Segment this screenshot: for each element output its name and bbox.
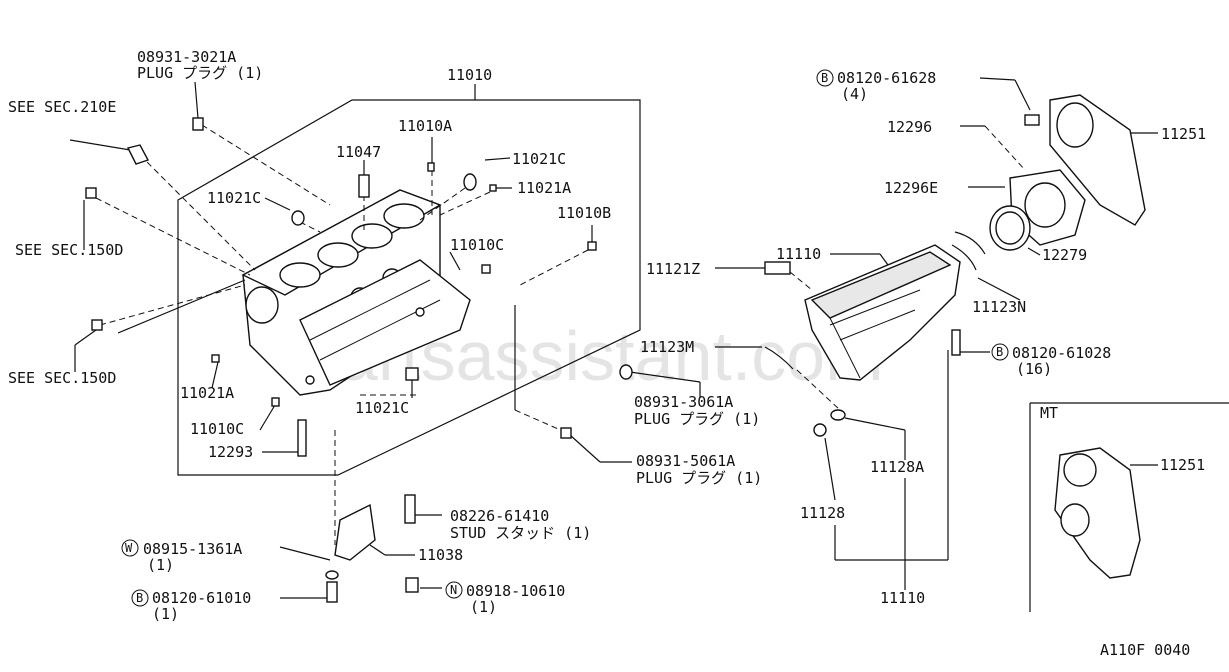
label-11047: 11047 <box>336 143 381 161</box>
label-11021a-a: 11021A <box>517 179 571 197</box>
label-08120-61028: 08120-61028 <box>1012 344 1111 362</box>
label-08915-1361a: 08915-1361A <box>143 540 242 558</box>
bracket-group <box>279 494 442 603</box>
circled-letters <box>121 69 1009 607</box>
label-11251-a: 11251 <box>1161 125 1206 143</box>
figure-code: A110F 0040 <box>1100 641 1190 659</box>
label-08931-3021a: 08931-3021A <box>137 48 236 66</box>
label-nut-qty: (1) <box>470 598 497 616</box>
label-11021c-c: 11021C <box>355 399 409 417</box>
label-11021c-b: 11021C <box>207 189 261 207</box>
label-08120-61010: 08120-61010 <box>152 589 251 607</box>
label-12293: 12293 <box>208 443 253 461</box>
label-11010c-a: 11010C <box>450 236 504 254</box>
label-11123m: 11123M <box>640 338 694 356</box>
cylinder-block[interactable] <box>241 189 471 396</box>
label-11010: 11010 <box>447 66 492 84</box>
bolt-low-circle: B <box>136 591 143 605</box>
rear-cover-group <box>954 77 1158 256</box>
label-08226-61410: 08226-61410 <box>450 507 549 525</box>
label-12296e: 12296E <box>884 179 938 197</box>
label-11038: 11038 <box>418 546 463 564</box>
label-bolt-pan-qty: (16) <box>1016 360 1052 378</box>
label-11010b: 11010B <box>557 204 611 222</box>
label-bolt-top-qty: (4) <box>841 85 868 103</box>
label-mt: MT <box>1040 404 1058 422</box>
label-washer-qty: (1) <box>147 556 174 574</box>
label-08120-61628: 08120-61628 <box>837 69 936 87</box>
label-plug-low-desc: PLUG プラグ (1) <box>636 469 762 487</box>
label-11010a: 11010A <box>398 117 452 135</box>
label-08931-5061a: 08931-5061A <box>636 452 735 470</box>
bolt-pan-circle: B <box>996 345 1003 359</box>
label-11110-b: 11110 <box>880 589 925 607</box>
label-bolt-low-qty: (1) <box>152 605 179 623</box>
oil-pan-leaders <box>715 244 1021 590</box>
label-see-150d: SEE SEC.150D <box>15 241 123 259</box>
mt-box <box>1029 402 1229 612</box>
label-11123n: 11123N <box>972 298 1026 316</box>
label-plug-mid-desc: PLUG プラグ (1) <box>634 410 760 428</box>
label-11010c-b: 11010C <box>190 420 244 438</box>
label-see-210e: SEE SEC.210E <box>8 98 116 116</box>
label-11021c-a: 11021C <box>512 150 566 168</box>
label-11110-a: 11110 <box>776 245 821 263</box>
washer-circle: W <box>125 541 133 555</box>
label-11121z: 11121Z <box>646 260 700 278</box>
block-small-parts <box>85 117 633 457</box>
label-12279: 12279 <box>1042 246 1087 264</box>
label-11128: 11128 <box>800 504 845 522</box>
block-leaders <box>69 81 701 545</box>
block-frame <box>177 84 641 476</box>
oil-pan[interactable] <box>804 244 961 381</box>
label-11021a-b: 11021A <box>180 384 234 402</box>
label-plug-top-desc: PLUG プラグ (1) <box>137 64 263 82</box>
label-08931-3061a: 08931-3061A <box>634 393 733 411</box>
label-11128a: 11128A <box>870 458 924 476</box>
label-see-150d-b: SEE SEC.150D <box>8 369 116 387</box>
label-08918-10610: 08918-10610 <box>466 582 565 600</box>
label-stud-desc: STUD スタッド (1) <box>450 524 591 542</box>
nut-circle: N <box>450 583 457 597</box>
bolt-top-circle: B <box>821 71 828 85</box>
callout-labels: 11010 08931-3021A PLUG プラグ (1) SEE SEC.2… <box>8 48 1206 659</box>
label-12296: 12296 <box>887 118 932 136</box>
label-11251-b: 11251 <box>1160 456 1205 474</box>
